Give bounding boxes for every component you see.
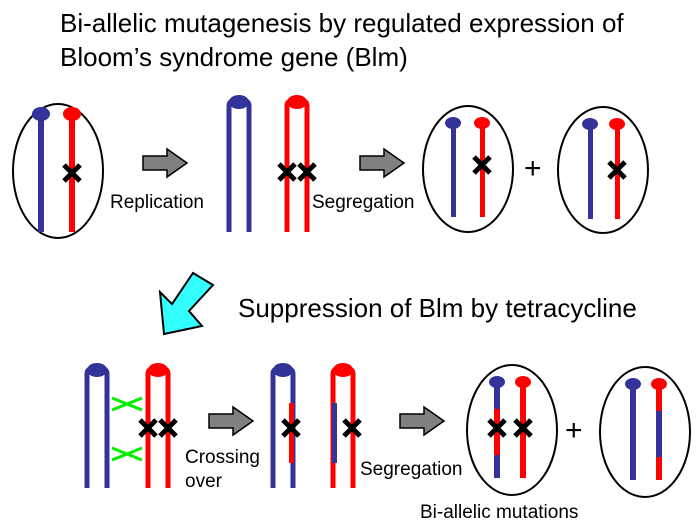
- crossover-x-icon: [111, 446, 143, 462]
- mutation-x-icon: [487, 418, 507, 438]
- cell-membrane: [557, 106, 649, 234]
- mutation-x-icon: [472, 155, 492, 175]
- crossover-x-icon: [111, 396, 143, 412]
- replicated-chromosome-red: [145, 363, 171, 488]
- mutation-x-icon: [158, 418, 178, 438]
- mutation-x-icon: [277, 162, 297, 182]
- cell-membrane: [12, 103, 104, 239]
- replication-label: Replication: [110, 192, 204, 213]
- mutation-x-icon: [138, 418, 158, 438]
- crossing-label: Crossing: [185, 447, 260, 468]
- recombined-chromosome-blue: [270, 363, 296, 488]
- daughter-cell-4: [599, 366, 691, 498]
- chromosome-blue: [445, 117, 461, 217]
- step-arrow-replication: [142, 147, 189, 179]
- title-line-2: Bloom’s syndrome gene (Blm): [60, 42, 408, 72]
- mutation-x-icon: [607, 160, 627, 180]
- over-label: over: [185, 471, 223, 492]
- daughter-cell-2: [557, 106, 649, 234]
- chromosome-red: [474, 117, 490, 217]
- chromosome-blue: [625, 378, 641, 480]
- down-left-arrow-icon: [158, 271, 215, 336]
- daughter-cell-biallelic: [466, 364, 558, 496]
- parent-cell: [12, 103, 104, 239]
- mutation-x-icon: [62, 163, 82, 183]
- title-line-1: Bi-allelic mutagenesis by regulated expr…: [60, 8, 624, 38]
- segregation-label-bottom: Segregation: [360, 459, 462, 480]
- cell-membrane: [599, 366, 691, 498]
- chromosome-blue: [582, 118, 598, 219]
- plus-sign-bottom: +: [565, 414, 583, 447]
- step-arrow-segregation-bottom: [399, 405, 446, 437]
- replicated-chromosome-blue: [84, 363, 110, 488]
- daughter-cell-1: [422, 105, 514, 233]
- mutation-x-icon: [281, 418, 301, 438]
- cell-membrane: [422, 105, 514, 233]
- biallelic-mutations-label: Bi-allelic mutations: [420, 502, 578, 523]
- replicated-chromosome-blue: [226, 95, 252, 232]
- mutation-x-icon: [513, 418, 533, 438]
- chromosome-red-recombined: [651, 378, 667, 480]
- step-arrow-crossing-over: [208, 405, 255, 437]
- recombined-chromosome-red: [330, 363, 356, 488]
- chromosome-blue: [32, 107, 50, 232]
- mutation-x-icon: [297, 162, 317, 182]
- step-arrow-segregation: [359, 147, 406, 179]
- plus-sign-top: +: [524, 152, 542, 185]
- segregation-label-top: Segregation: [312, 192, 414, 213]
- suppression-label: Suppression of Blm by tetracycline: [238, 293, 637, 323]
- mutation-x-icon: [342, 418, 362, 438]
- cell-membrane: [466, 364, 558, 496]
- replicated-chromosome-red: [284, 95, 310, 232]
